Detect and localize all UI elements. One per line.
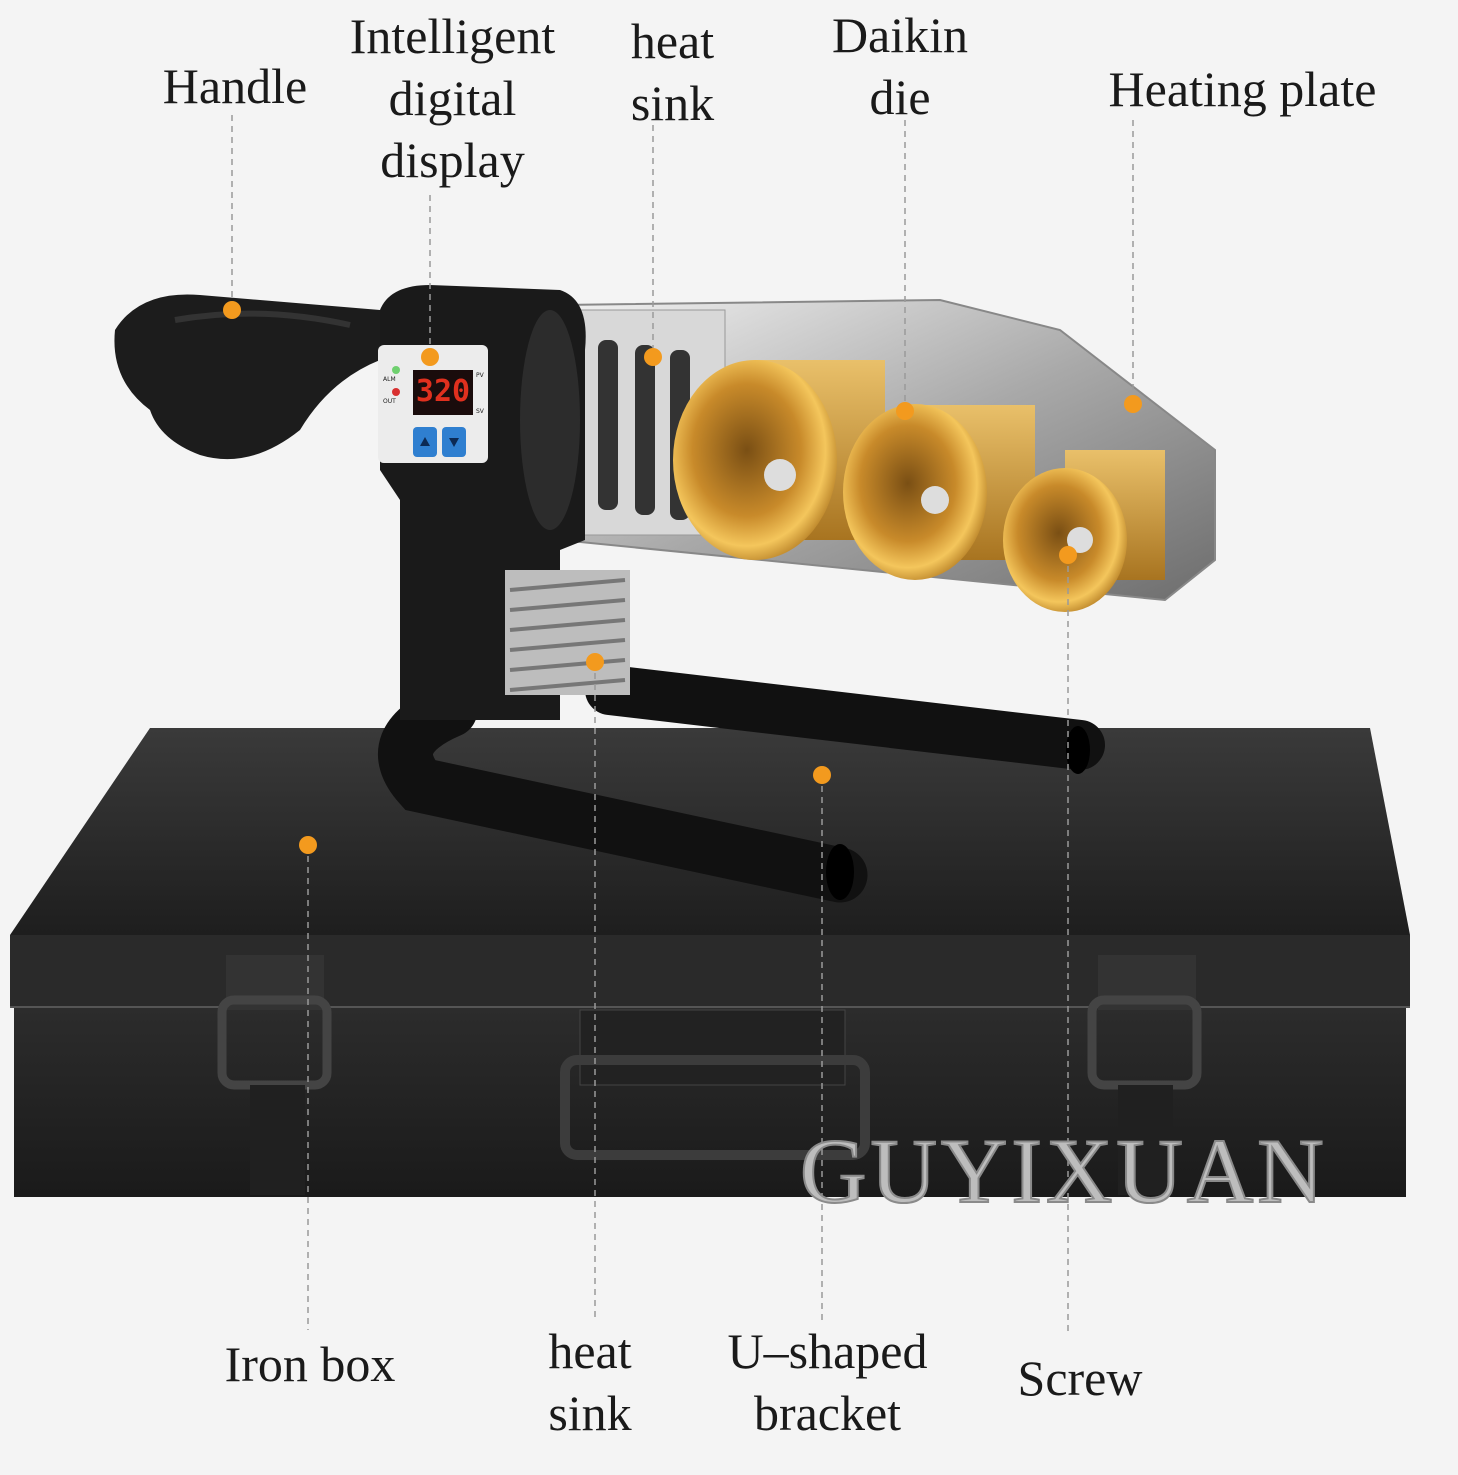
marker-dot (586, 653, 604, 671)
watermark: GUYIXUAN (799, 1119, 1328, 1223)
label-daikin-die: Daikin die (810, 4, 990, 128)
label-screw: Screw (995, 1347, 1165, 1409)
label-handle: Handle (140, 55, 330, 117)
leader-lines (231, 115, 1134, 1335)
label-display: Intelligent digital display (325, 5, 580, 191)
label-heat-sink-bottom: heat sink (525, 1320, 655, 1444)
label-line: heat (630, 13, 715, 69)
label-line: bracket (753, 1385, 902, 1441)
die-small (1003, 450, 1165, 612)
label-line: sink (630, 75, 715, 131)
display-reading: 320 (415, 374, 471, 409)
sv-label: SV (476, 408, 484, 415)
label-line: Iron box (224, 1336, 396, 1392)
label-line: Screw (1017, 1350, 1143, 1406)
label-line: die (869, 69, 931, 125)
marker-dot (896, 402, 914, 420)
label-line: Handle (162, 58, 308, 114)
heat-sink-lower (505, 570, 630, 695)
label-line: U–shaped (727, 1323, 928, 1379)
marker-dot (1059, 546, 1077, 564)
welder-body (114, 285, 630, 720)
marker-dot (421, 348, 439, 366)
label-line: Intelligent (349, 8, 556, 64)
label-heat-sink-top: heat sink (605, 10, 740, 134)
latch-right (1087, 955, 1202, 1195)
label-line: heat (548, 1323, 632, 1379)
out-label: OUT (383, 398, 396, 405)
label-line: display (380, 132, 525, 188)
digital-display-panel (378, 345, 488, 463)
label-iron-box: Iron box (195, 1333, 425, 1395)
latch-left (217, 955, 332, 1195)
pv-label: PV (476, 372, 484, 379)
marker-dot (223, 301, 241, 319)
label-line: sink (548, 1385, 632, 1441)
marker-dot (644, 348, 662, 366)
marker-dot (299, 836, 317, 854)
label-line: Heating plate (1108, 61, 1377, 117)
daikin-dies (673, 360, 1165, 612)
label-line: Daikin (831, 7, 969, 63)
alm-label: ALM (383, 376, 396, 383)
marker-dots (223, 301, 1142, 854)
marker-dot (813, 766, 831, 784)
label-line: digital (388, 70, 517, 126)
label-u-shaped-bracket: U–shaped bracket (690, 1320, 965, 1444)
label-heating-plate: Heating plate (1065, 58, 1420, 120)
iron-box (10, 728, 1410, 1197)
marker-dot (1124, 395, 1142, 413)
